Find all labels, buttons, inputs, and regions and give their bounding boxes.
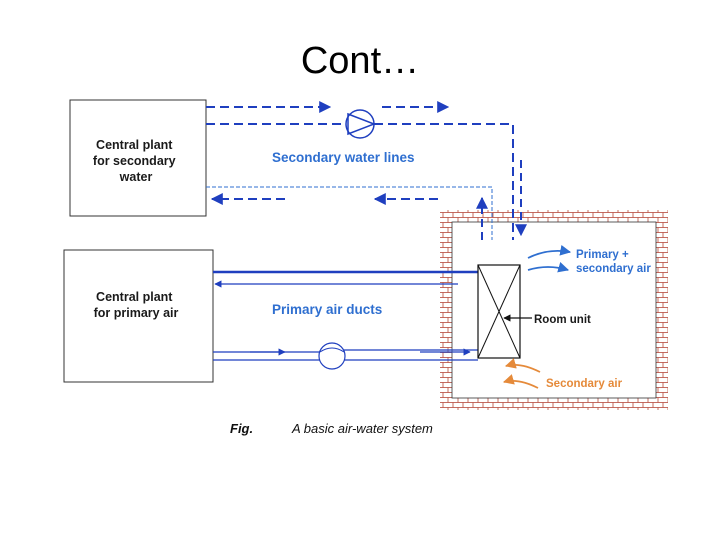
water-pump-icon (345, 109, 377, 139)
secondary-water-supply-line (206, 101, 514, 240)
primary-air-ducts (213, 270, 478, 361)
slide-title: Cont… (300, 40, 420, 82)
secondary-plant-box (69, 99, 207, 217)
air-fan-icon (318, 342, 346, 370)
secondary-plant-label: Central plant for secondary water (93, 138, 179, 184)
primary-air-ducts-label: Primary air ducts (272, 302, 382, 317)
secondary-water-lines-label: Secondary water lines (272, 150, 415, 165)
figure-caption-prefix: Fig. (230, 421, 253, 436)
secondary-air-arrows (502, 358, 541, 389)
primary-plant-label: Central plant for primary air (94, 290, 179, 320)
figure-caption-text: A basic air-water system (291, 421, 433, 436)
supply-air-arrows (527, 244, 572, 273)
secondary-air-label: Secondary air (546, 378, 623, 390)
room-unit-label: Room unit (534, 314, 591, 326)
secondary-water-return-thin (206, 186, 493, 240)
primary-secondary-air-label: Primary + secondary air (576, 249, 651, 275)
primary-plant-box (63, 249, 214, 383)
room-unit (477, 264, 521, 359)
